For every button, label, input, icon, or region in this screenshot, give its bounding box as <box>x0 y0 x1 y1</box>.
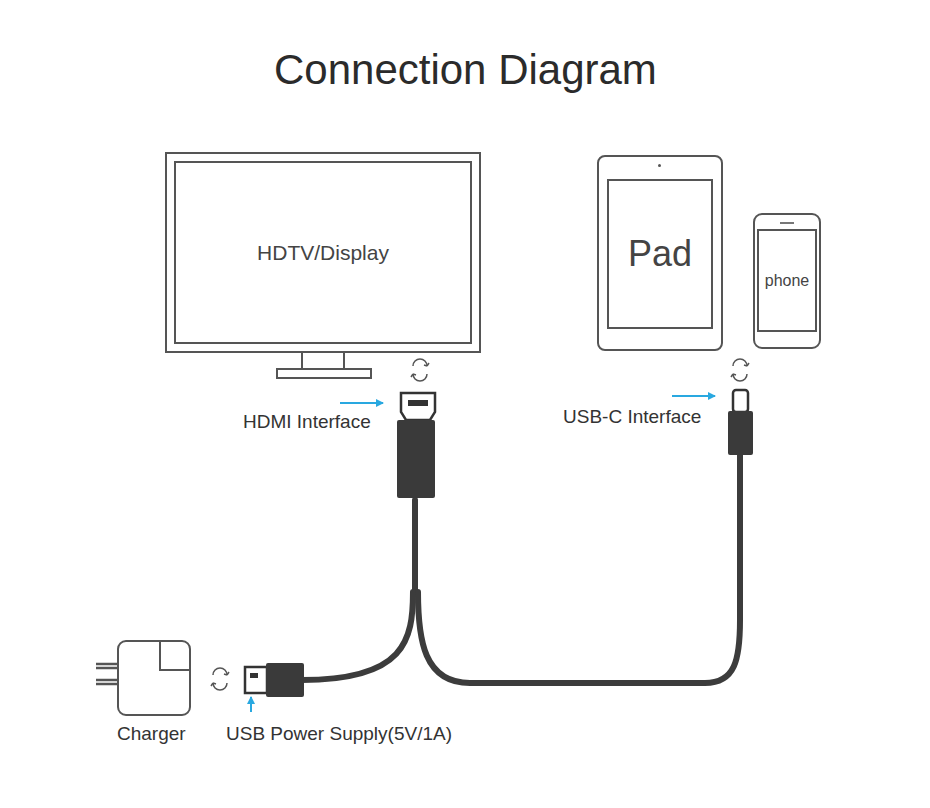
power-label: USB Power Supply(5V/1A) <box>226 723 452 745</box>
camera-dot <box>658 164 661 167</box>
tablet-device: Pad <box>597 155 723 351</box>
screen-area: HDTV/Display <box>174 161 472 344</box>
usb-c-plug <box>728 390 753 455</box>
rotate-symbol <box>211 359 749 690</box>
usb-a-plug <box>245 663 304 697</box>
interface-label: HDMI Interface <box>243 411 371 433</box>
charger <box>96 641 190 715</box>
device-label: phone <box>765 272 810 290</box>
part-label: Charger <box>117 723 186 745</box>
hdmi-plug <box>397 393 435 498</box>
display-screen: HDTV/Display <box>165 152 481 353</box>
speaker-slot <box>780 222 794 224</box>
device-label: Pad <box>628 233 692 275</box>
pointer-arrow <box>251 396 715 712</box>
interface-label: USB-C Interface <box>563 406 701 428</box>
monitor-stand <box>277 352 371 378</box>
screen-area: phone <box>757 229 817 332</box>
screen-area: Pad <box>607 179 713 329</box>
phone-device: phone <box>753 213 821 349</box>
cable <box>302 455 740 683</box>
device-label: HDTV/Display <box>257 241 389 265</box>
diagram-title: Connection Diagram <box>274 46 657 94</box>
